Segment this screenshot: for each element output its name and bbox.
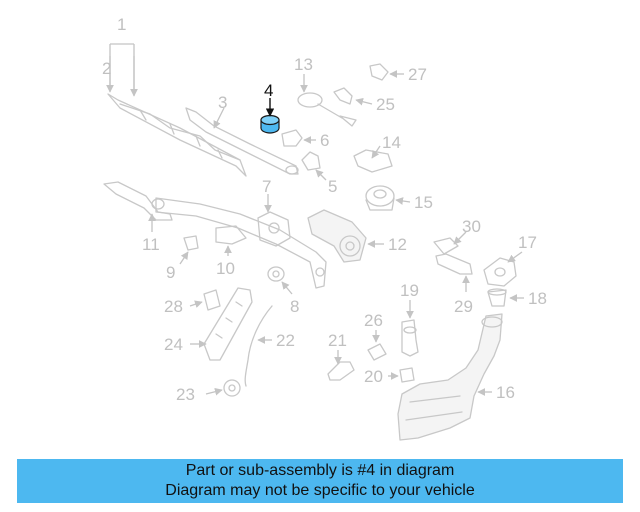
part-10[interactable] [215, 225, 247, 245]
wiper-linkage[interactable] [151, 197, 327, 289]
wiper-arm[interactable] [185, 107, 299, 175]
callout-20: 20 [364, 367, 399, 386]
label-21: 21 [328, 331, 347, 350]
label-23: 23 [176, 385, 195, 404]
part-25[interactable] [333, 87, 357, 127]
part-21[interactable] [327, 361, 355, 381]
label-24: 24 [164, 335, 183, 354]
part-26[interactable] [367, 343, 387, 361]
callout-19: 19 [400, 281, 419, 319]
callout-1: 1 [106, 15, 138, 97]
label-26: 26 [364, 311, 383, 330]
callout-28: 28 [164, 297, 203, 316]
callout-10: 10 [216, 245, 235, 278]
label-18: 18 [528, 289, 547, 308]
callout-21: 21 [328, 331, 347, 365]
label-28: 28 [164, 297, 183, 316]
callout-11: 11 [142, 213, 160, 254]
part-14[interactable] [353, 149, 393, 173]
part-20[interactable] [399, 367, 415, 383]
label-12: 12 [388, 235, 407, 254]
label-14: 14 [382, 133, 401, 152]
label-29: 29 [454, 297, 473, 316]
label-13: 13 [294, 55, 313, 74]
callout-26: 26 [364, 311, 383, 343]
info-banner: Part or sub-assembly is #4 in diagram Di… [17, 459, 623, 503]
callout-13: 13 [294, 55, 313, 93]
part-8[interactable] [267, 266, 285, 282]
parts-diagram: 1 2 3 4 6 5 13 [102, 15, 547, 441]
label-6: 6 [320, 131, 329, 150]
callout-4: 4 [264, 81, 275, 117]
part-17[interactable] [483, 257, 517, 287]
part-19-pump[interactable] [401, 319, 419, 357]
callout-6: 6 [303, 131, 329, 150]
label-10: 10 [216, 259, 235, 278]
callout-25: 25 [355, 95, 395, 114]
label-9: 9 [166, 263, 175, 282]
part-23[interactable] [223, 379, 241, 397]
label-8: 8 [290, 297, 299, 316]
banner-line-1: Part or sub-assembly is #4 in diagram [185, 462, 455, 479]
callout-9: 9 [166, 251, 189, 282]
label-30: 30 [462, 217, 481, 236]
part-28[interactable] [203, 289, 221, 311]
callout-15: 15 [395, 193, 433, 212]
label-22: 22 [276, 331, 295, 350]
label-7: 7 [262, 177, 271, 196]
part-9[interactable] [183, 235, 199, 251]
label-5: 5 [328, 177, 337, 196]
label-2: 2 [102, 59, 111, 78]
callout-24: 24 [164, 335, 207, 354]
part-29[interactable] [435, 253, 473, 275]
label-4: 4 [264, 81, 273, 100]
part-15[interactable] [365, 185, 395, 211]
part-18[interactable] [487, 288, 507, 307]
label-19: 19 [400, 281, 419, 300]
part-11[interactable] [103, 181, 173, 221]
callout-30: 30 [453, 217, 481, 245]
banner-line-2: Diagram may not be specific to your vehi… [165, 482, 475, 499]
part-6[interactable] [281, 129, 303, 147]
label-27: 27 [408, 65, 427, 84]
callout-12: 12 [367, 235, 407, 254]
part-24[interactable] [203, 287, 253, 361]
part-4-cap[interactable] [260, 114, 280, 134]
callout-14: 14 [371, 133, 401, 159]
label-16: 16 [496, 383, 515, 402]
callout-3: 3 [213, 93, 227, 129]
callout-27: 27 [389, 65, 427, 84]
callout-5: 5 [315, 169, 337, 196]
part-30[interactable] [433, 237, 459, 255]
part-22-hose[interactable] [244, 305, 273, 387]
part-13[interactable] [297, 92, 343, 119]
wiper-blade[interactable] [107, 93, 247, 177]
label-3: 3 [218, 93, 227, 112]
label-20: 20 [364, 367, 383, 386]
callout-16: 16 [477, 383, 515, 402]
part-5[interactable] [301, 151, 321, 171]
label-25: 25 [376, 95, 395, 114]
callout-18: 18 [509, 289, 547, 308]
label-11: 11 [142, 235, 160, 254]
callout-17: 17 [507, 233, 537, 263]
label-17: 17 [518, 233, 537, 252]
callout-22: 22 [257, 331, 295, 350]
washer-reservoir[interactable] [397, 313, 503, 441]
part-27[interactable] [369, 63, 389, 81]
callout-8: 8 [281, 281, 299, 316]
label-15: 15 [414, 193, 433, 212]
callout-29: 29 [454, 275, 473, 316]
label-1: 1 [117, 15, 126, 34]
callout-23: 23 [176, 385, 223, 404]
callout-7: 7 [262, 177, 272, 213]
wiper-motor[interactable] [307, 209, 367, 263]
